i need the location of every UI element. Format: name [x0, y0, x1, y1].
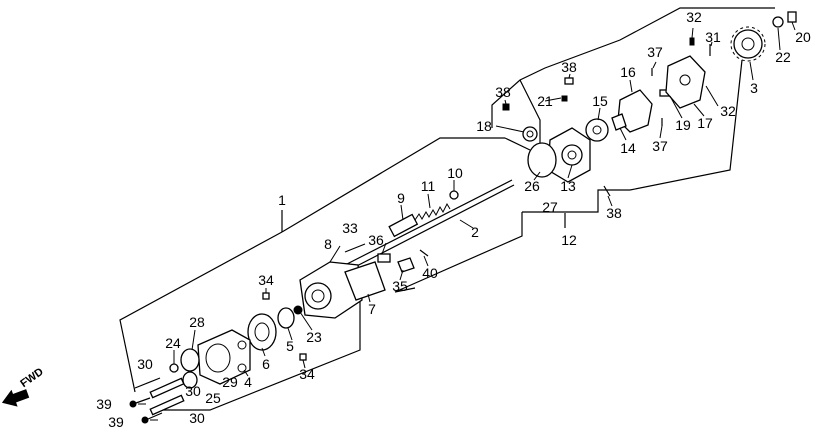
ball-part-10 — [449, 190, 459, 200]
callout-21: 21 — [537, 93, 553, 109]
plate-part-7 — [344, 261, 386, 301]
callout-33: 33 — [342, 220, 358, 236]
bolt-part-20 — [787, 11, 797, 23]
callout-40: 40 — [422, 265, 438, 281]
pin-part-38-upper — [564, 77, 574, 85]
callout-20: 20 — [795, 29, 811, 45]
gasket-part-26 — [527, 142, 557, 178]
callout-13: 13 — [560, 178, 576, 194]
callout-22: 22 — [775, 49, 791, 65]
leader-lines — [138, 21, 796, 421]
callout-39a: 39 — [96, 396, 112, 412]
callout-30a: 30 — [137, 356, 153, 372]
callout-4: 4 — [244, 374, 252, 390]
rotor-part-5 — [277, 307, 295, 329]
callout-16: 16 — [620, 64, 636, 80]
callout-19: 19 — [675, 117, 691, 133]
group-outline-1 — [119, 137, 531, 411]
callout-24: 24 — [165, 335, 181, 351]
small-parts-36-35-40 — [377, 249, 429, 273]
callout-26: 26 — [524, 178, 540, 194]
bolt-part-30-upper — [134, 377, 161, 389]
callout-7: 7 — [368, 301, 376, 317]
callout-2: 2 — [471, 224, 479, 240]
callout-6: 6 — [262, 356, 270, 372]
callout-17: 17 — [697, 115, 713, 131]
bolt-part-30-middle — [149, 377, 185, 399]
callout-18: 18 — [476, 118, 492, 134]
seal-part-18 — [522, 126, 538, 142]
disc-part-25 — [182, 371, 198, 389]
callout-11: 11 — [421, 178, 436, 194]
bolt-part-30-lower — [149, 394, 185, 416]
callout-25: 25 — [205, 390, 221, 406]
callout-37b: 37 — [652, 138, 668, 154]
bolt-part-34-lower — [299, 353, 307, 361]
callout-38a: 38 — [561, 59, 577, 75]
callout-29: 29 — [222, 374, 238, 390]
callout-3: 3 — [750, 80, 758, 96]
shaft-part-2 — [344, 179, 515, 271]
callout-32a: 32 — [686, 9, 702, 25]
callout-28: 28 — [189, 314, 205, 330]
callout-10: 10 — [447, 165, 463, 181]
pump-body-part-13 — [547, 127, 591, 183]
callout-1: 1 — [278, 192, 286, 208]
pin-part-38-right — [603, 185, 611, 197]
callout-14: 14 — [620, 140, 636, 156]
callout-35: 35 — [392, 278, 408, 294]
callout-38b: 38 — [495, 84, 511, 100]
sprocket-part-3 — [730, 26, 766, 62]
pump-cover-part-29 — [197, 329, 251, 385]
bolt-part-39-lower — [141, 412, 163, 424]
callout-9: 9 — [397, 190, 405, 206]
spring-part-11 — [414, 202, 451, 221]
pin-part-33 — [344, 243, 366, 253]
callout-37a: 37 — [647, 44, 663, 60]
callout-39b: 39 — [108, 414, 124, 430]
callout-23: 23 — [306, 329, 322, 345]
fwd-arrow-icon — [1, 389, 30, 407]
callout-34b: 34 — [299, 366, 315, 382]
rotor-part-6 — [247, 313, 277, 351]
callout-5: 5 — [286, 338, 294, 354]
callout-36: 36 — [368, 232, 384, 248]
callout-8: 8 — [324, 236, 332, 252]
rotor-part-15 — [585, 118, 609, 142]
callout-32b: 32 — [720, 103, 736, 119]
callout-30b: 30 — [185, 383, 201, 399]
pin-part-38-left — [502, 103, 510, 111]
callout-labels: 1 2 3 4 5 6 7 8 9 10 11 12 13 14 15 16 1… — [96, 9, 811, 430]
callout-27: 27 — [542, 199, 558, 215]
part-14 — [611, 113, 627, 131]
callout-34a: 34 — [258, 272, 274, 288]
callout-15: 15 — [592, 93, 608, 109]
cover-part-17 — [665, 55, 706, 109]
callout-30c: 30 — [189, 410, 205, 426]
o-ring-part-28 — [180, 348, 200, 372]
washer-part-22 — [772, 16, 784, 28]
callout-31: 31 — [705, 29, 721, 45]
pin-part-9 — [388, 213, 419, 238]
pin-part-32-top — [689, 37, 695, 46]
pin-part-21 — [561, 95, 568, 102]
bolt-part-39-upper — [129, 397, 151, 408]
fwd-label: FWD — [18, 366, 45, 390]
bolt-part-34-upper — [262, 292, 270, 300]
o-ring-part-24 — [169, 363, 179, 373]
callout-38c: 38 — [606, 205, 622, 221]
callout-12: 12 — [561, 232, 577, 248]
